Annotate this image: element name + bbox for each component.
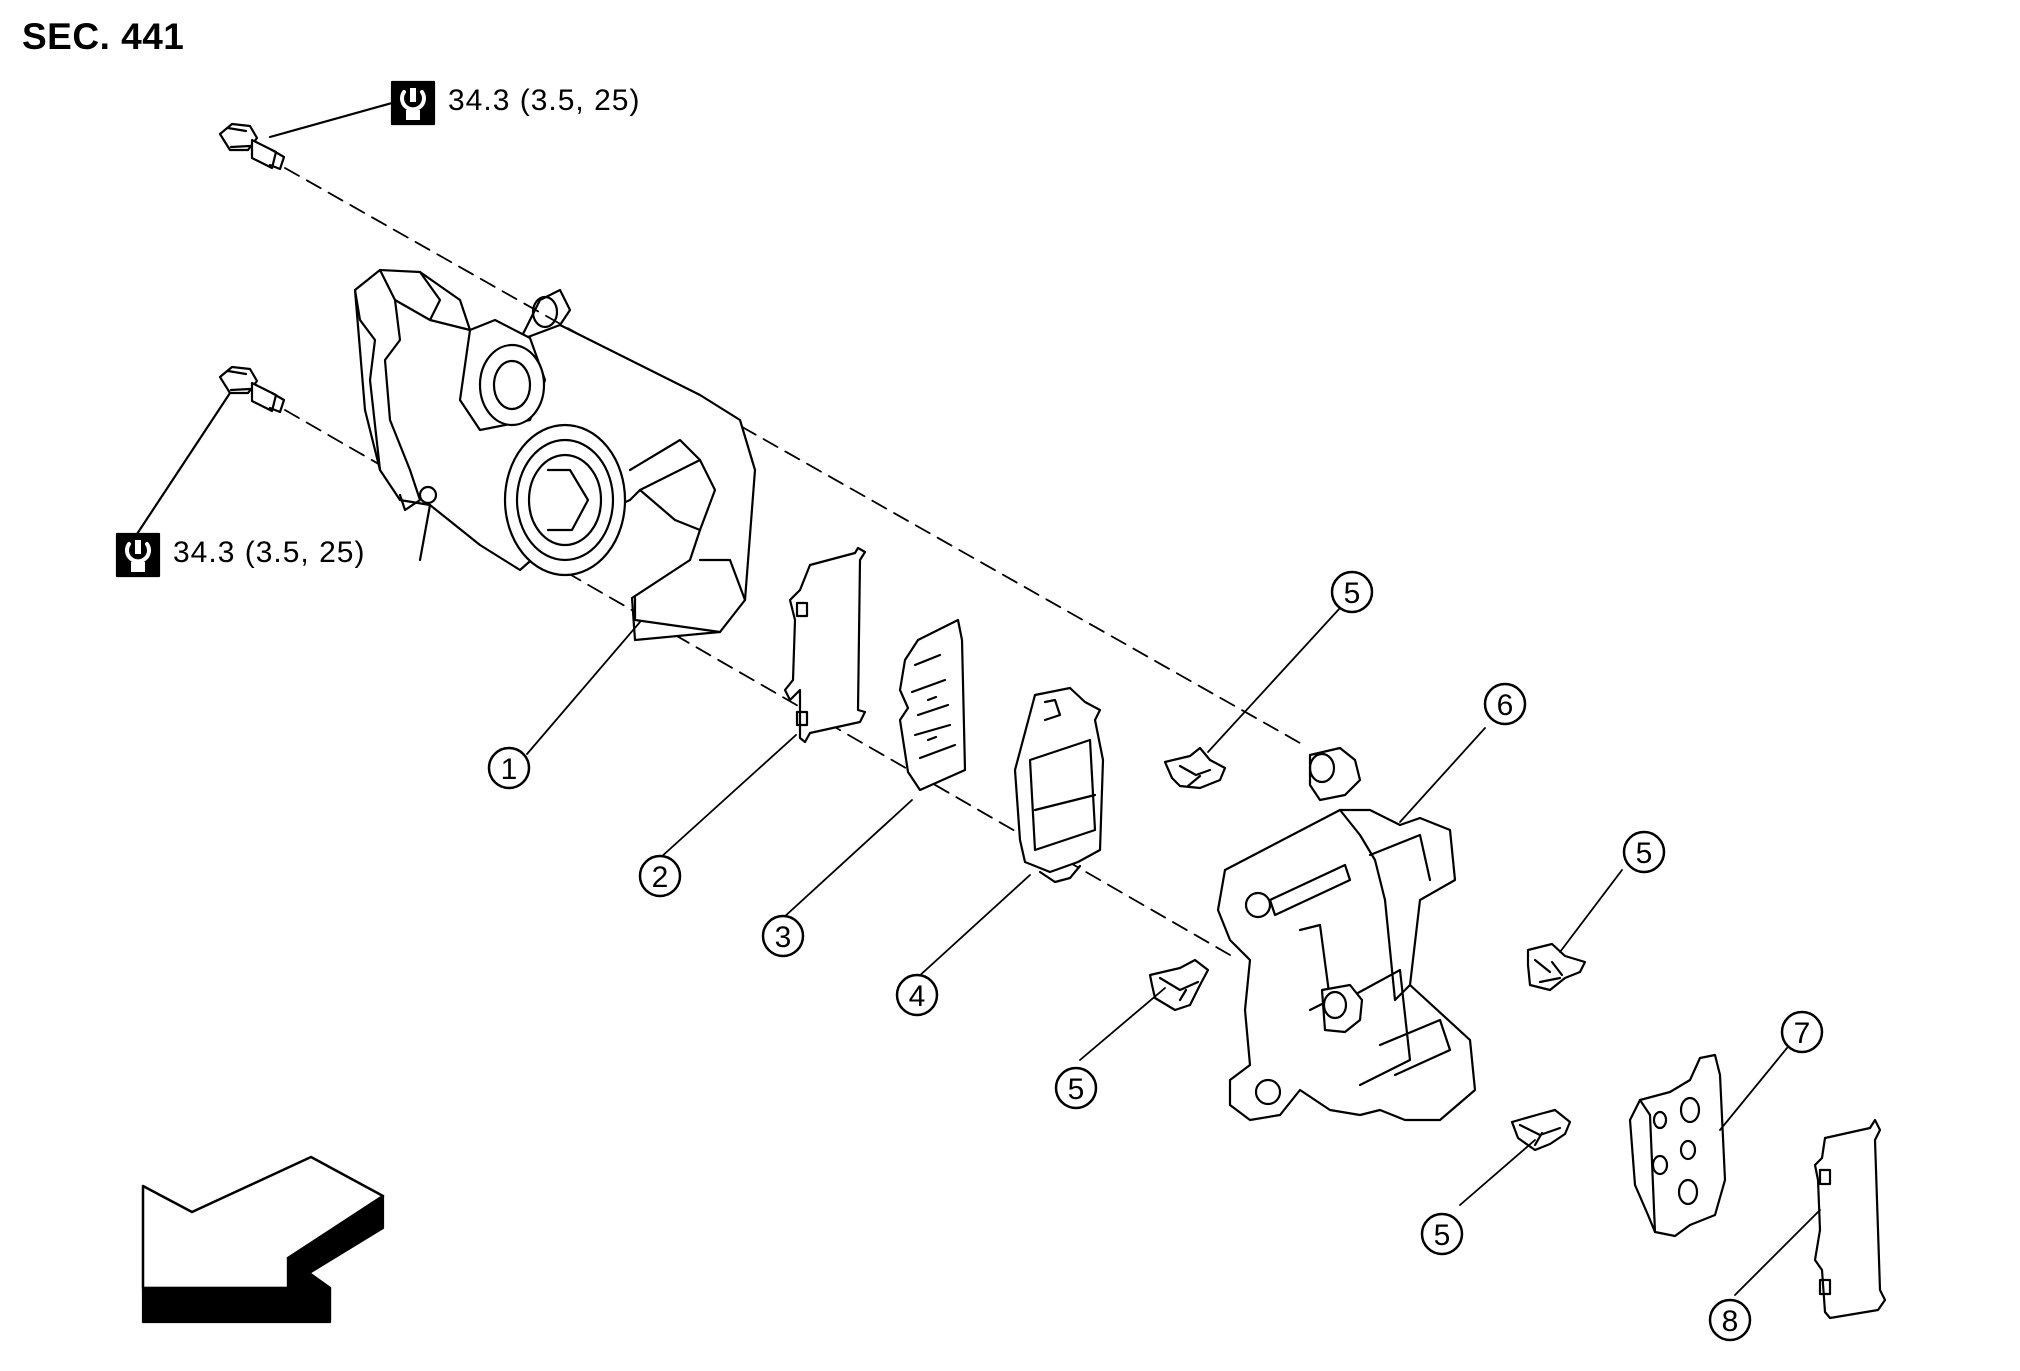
- caliper-support-bracket: [1216, 746, 1477, 1122]
- torque-wrench-icon: [115, 532, 161, 578]
- callout-5d: 5: [1420, 1212, 1464, 1256]
- callout-number: 5: [1636, 837, 1653, 870]
- callout-7: 7: [1780, 1010, 1824, 1054]
- caliper-bolt-upper: [218, 122, 286, 171]
- torque-value-lower: 34.3 (3.5, 25): [173, 536, 366, 569]
- callout-number: 2: [652, 861, 669, 894]
- outer-pad-shim: [1813, 1118, 1887, 1320]
- callout-8: 8: [1708, 1298, 1752, 1342]
- callout-number: 7: [1794, 1017, 1811, 1050]
- callout-number: 1: [501, 753, 518, 786]
- callout-5b: 5: [1054, 1066, 1098, 1110]
- brake-caliper: [353, 268, 757, 642]
- front-direction-arrow-icon: [141, 1155, 385, 1324]
- torque-wrench-icon: [390, 80, 436, 126]
- torque-leader-upper: [268, 101, 394, 139]
- callout-2: 2: [638, 854, 682, 898]
- callout-number: 5: [1434, 1219, 1451, 1252]
- callout-4: 4: [895, 973, 939, 1017]
- torque-leader-lower: [135, 391, 232, 536]
- outer-shim: [783, 546, 867, 744]
- callout-3: 3: [761, 914, 805, 958]
- callout-5c: 5: [1622, 830, 1666, 874]
- pad-clip-right-lower: [1510, 1108, 1572, 1152]
- pad-clip-lower-left: [1148, 958, 1210, 1012]
- callout-number: 4: [909, 980, 926, 1013]
- pad-clip-right-upper: [1526, 942, 1587, 992]
- callout-6: 6: [1483, 682, 1527, 726]
- callout-number: 8: [1722, 1305, 1739, 1338]
- callout-number: 3: [775, 921, 792, 954]
- outer-brake-pad: [1628, 1053, 1727, 1238]
- callout-5a: 5: [1330, 570, 1374, 614]
- torque-value-upper: 34.3 (3.5, 25): [448, 84, 641, 117]
- inner-shim: [898, 618, 967, 792]
- inner-brake-pad: [1013, 686, 1105, 884]
- section-label: SEC. 441: [22, 16, 185, 57]
- callout-number: 5: [1344, 577, 1361, 610]
- callout-number: 5: [1068, 1073, 1085, 1106]
- caliper-bolt-lower: [218, 365, 286, 414]
- pad-clip-upper: [1163, 746, 1227, 790]
- callout-number: 6: [1497, 689, 1514, 722]
- callout-leaders: [526, 607, 1821, 1296]
- callout-1: 1: [487, 746, 531, 790]
